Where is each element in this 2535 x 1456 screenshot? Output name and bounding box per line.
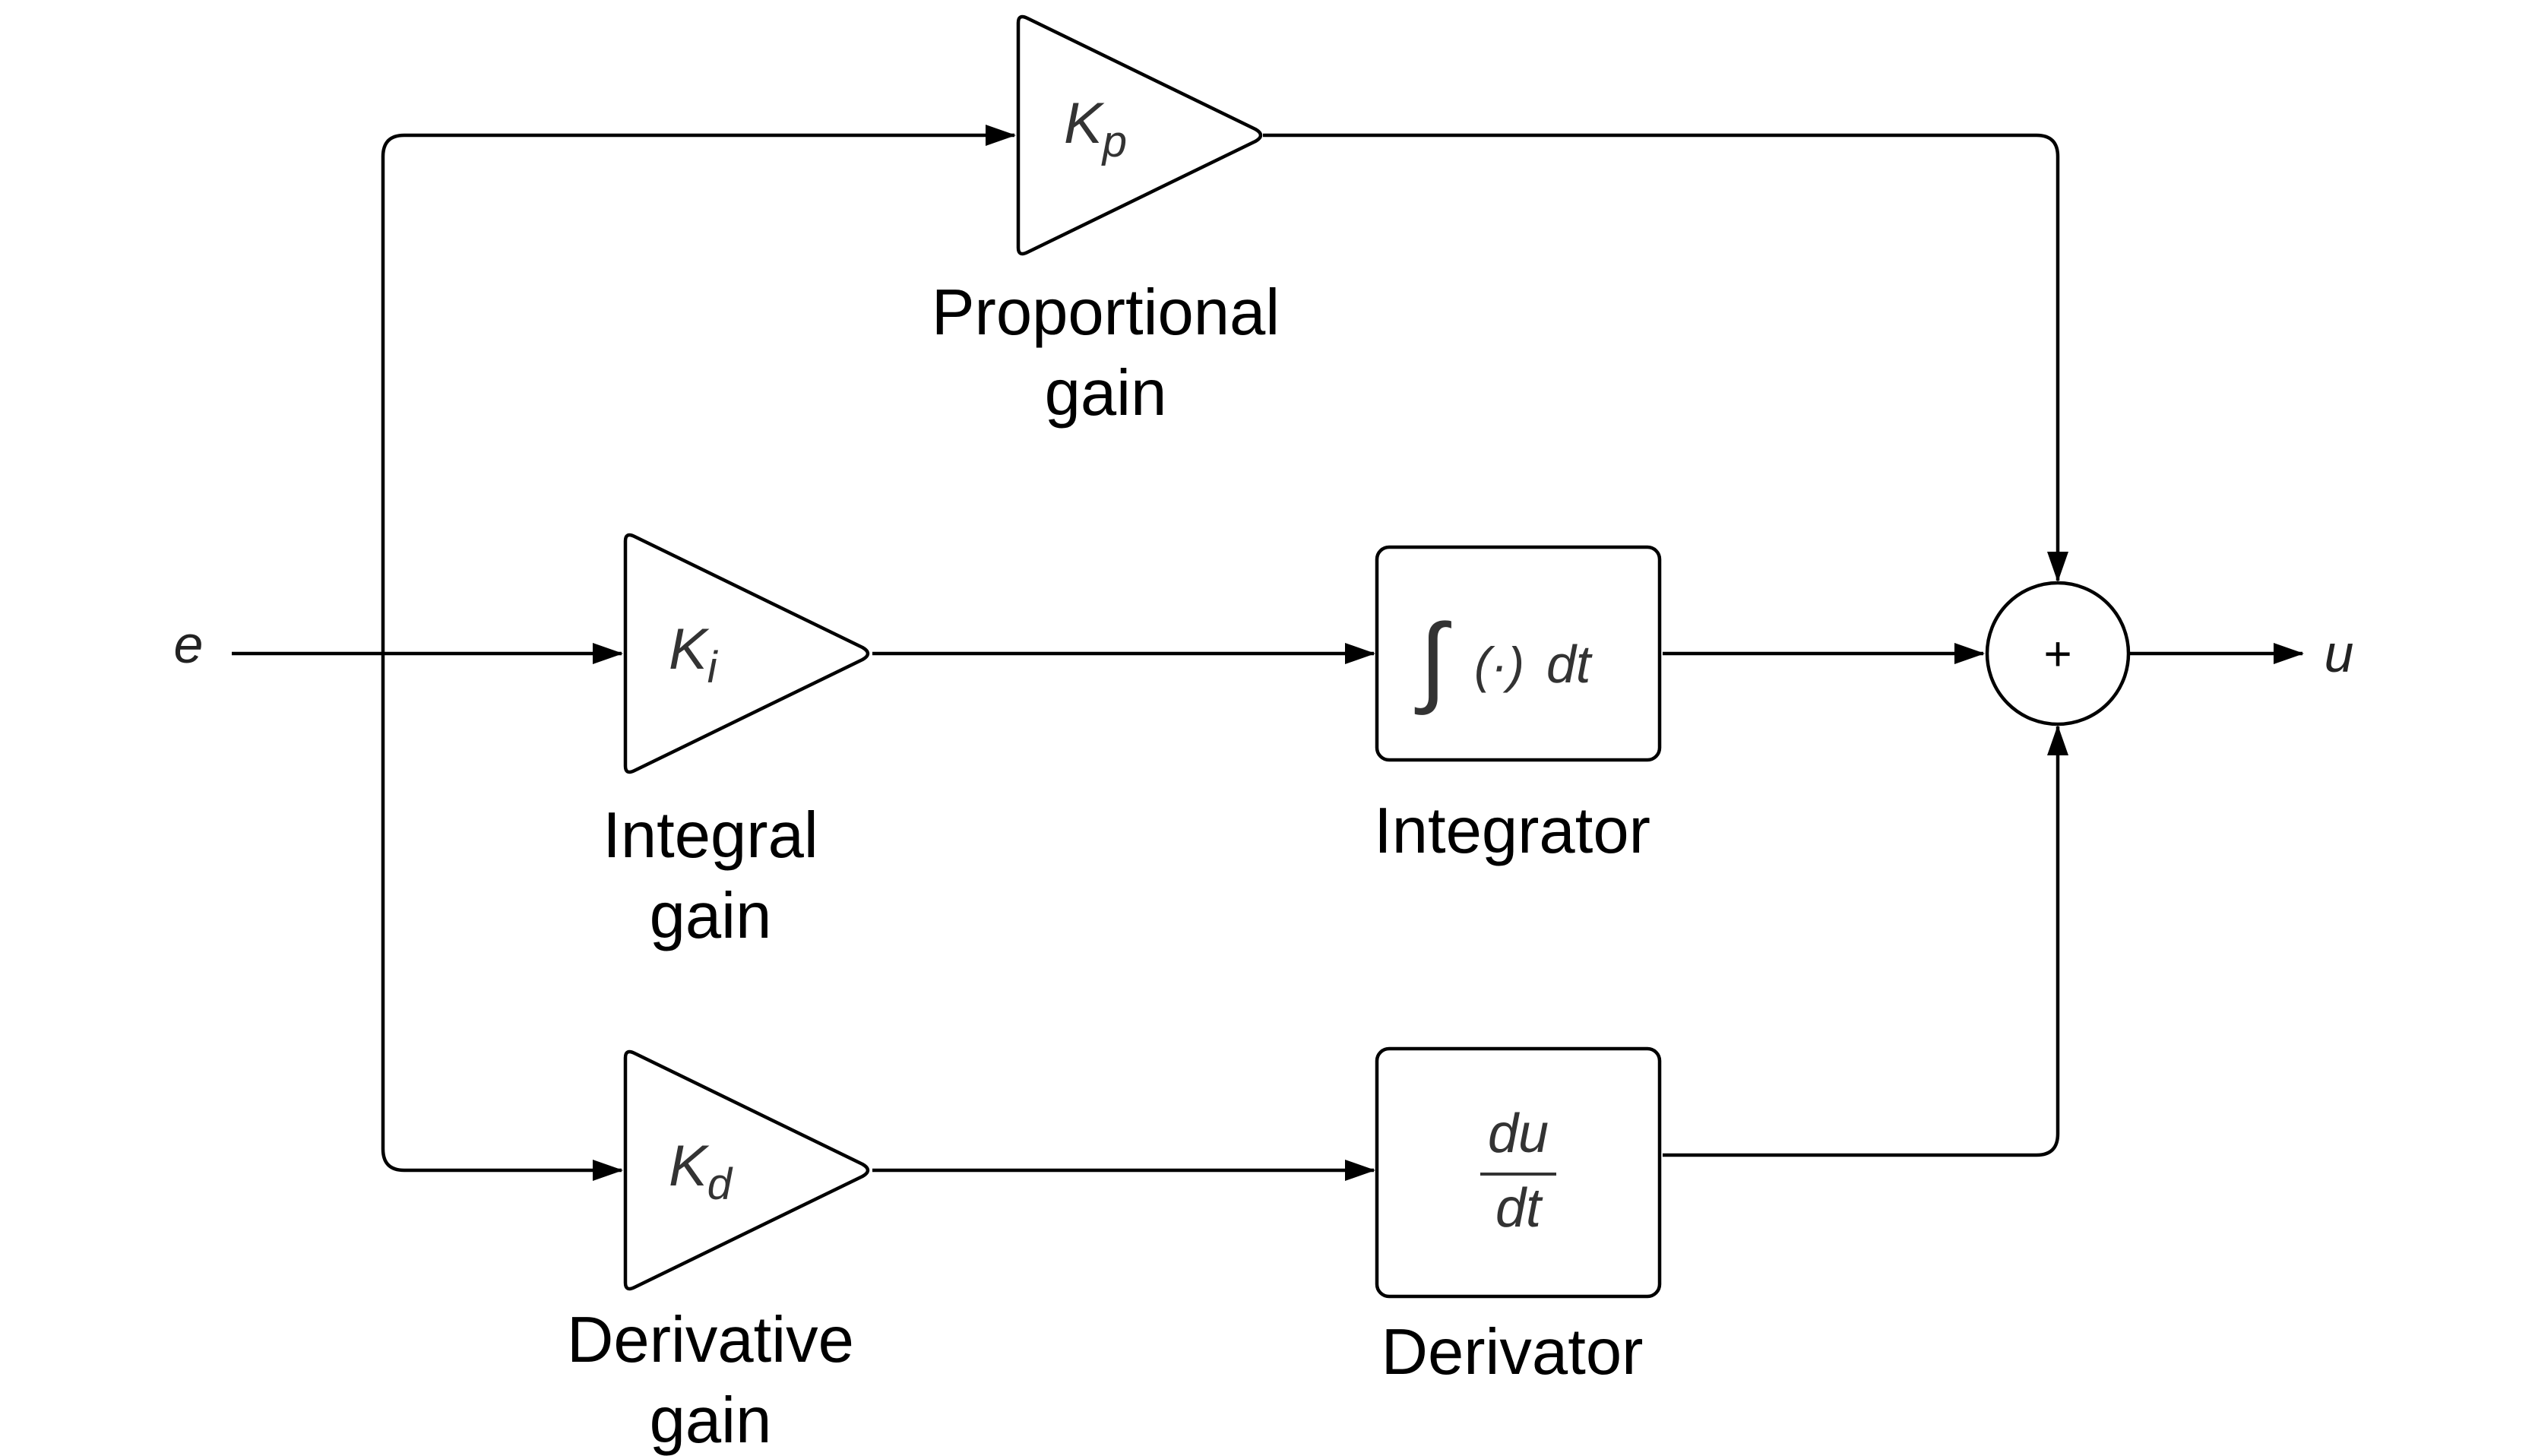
derivator-label: Derivator — [1381, 1316, 1644, 1388]
input-signal-label: e — [174, 615, 204, 674]
integral-sign: ∫ — [1414, 603, 1451, 715]
derivative-gain-label-line1: Derivative — [567, 1304, 854, 1376]
derivative-gain-subscript: d — [707, 1160, 733, 1209]
integrator-expression: (·) — [1474, 637, 1524, 693]
derivator-denominator: dt — [1495, 1178, 1543, 1239]
derivative-gain-symbol: K — [669, 1134, 710, 1198]
integral-gain-block: Ki — [623, 533, 870, 774]
integrator-block: ∫ (·) dt — [1375, 545, 1662, 762]
proportional-gain-block: Kp — [1016, 14, 1263, 256]
svg-text:Kp: Kp — [1064, 91, 1127, 166]
derivator-numerator: du — [1488, 1103, 1549, 1164]
branch-wire-proportional — [381, 125, 1016, 654]
svg-text:Kd: Kd — [669, 1134, 733, 1209]
derivator-block: du dt — [1375, 1046, 1662, 1299]
derivator-output-wire — [1663, 725, 2068, 1157]
proportional-output-wire — [1263, 133, 2068, 582]
proportional-gain-label-line2: gain — [1045, 357, 1167, 429]
branch-wire-derivative — [381, 654, 623, 1181]
integral-gain-subscript: i — [707, 643, 719, 692]
output-signal-label: u — [2325, 624, 2354, 683]
proportional-gain-subscript: p — [1101, 117, 1127, 166]
summing-junction: + — [1985, 581, 2131, 726]
derivative-gain-label-line2: gain — [650, 1385, 772, 1456]
proportional-gain-label-line1: Proportional — [932, 277, 1280, 349]
svg-text:Ki: Ki — [669, 617, 719, 692]
integral-gain-label-line2: gain — [650, 880, 772, 952]
proportional-gain-symbol: K — [1064, 91, 1105, 156]
integrator-differential: dt — [1546, 635, 1593, 694]
derivative-gain-block: Kd — [623, 1049, 870, 1291]
integrator-label: Integrator — [1374, 795, 1650, 867]
integral-gain-symbol: K — [669, 617, 710, 682]
integral-gain-label-line1: Integral — [603, 799, 818, 872]
plus-sign: + — [2043, 626, 2071, 681]
